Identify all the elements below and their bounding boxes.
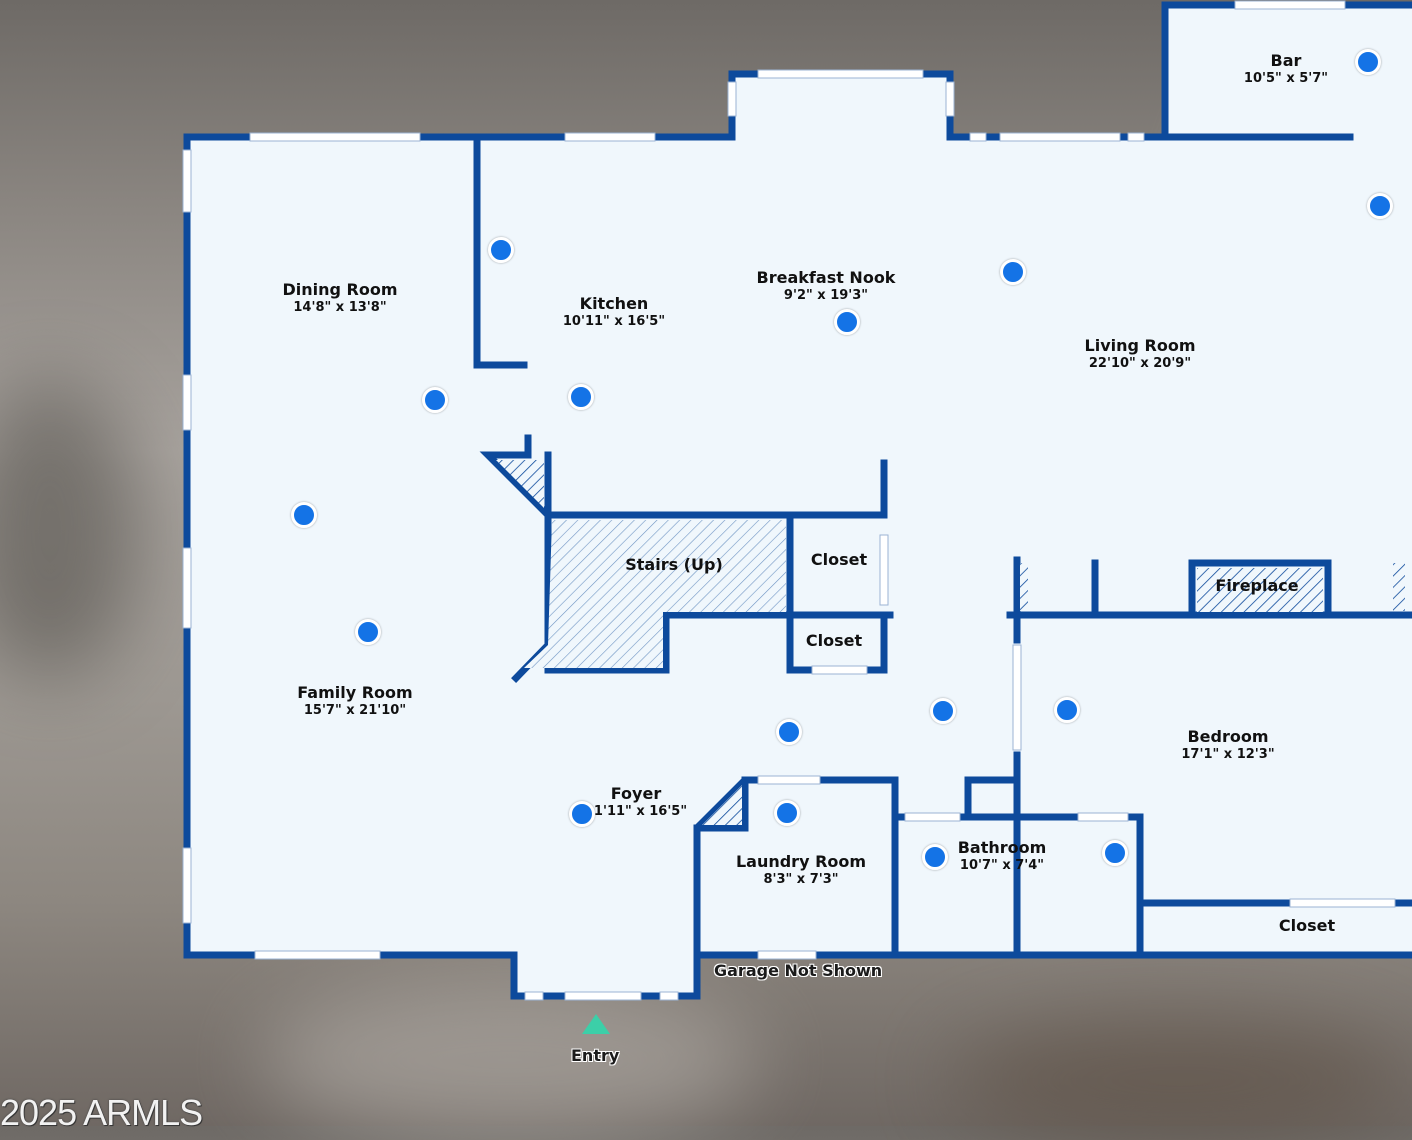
panorama-marker-living-east[interactable] [1367,193,1393,219]
room-label-bar: Bar 10'5" x 5'7" [1244,51,1328,87]
room-name: Laundry Room [735,852,867,871]
room-name: Family Room [297,683,413,702]
room-dimensions: 10'5" x 5'7" [1243,71,1329,86]
room-dimensions: 17'1" x 12'3" [1181,747,1275,762]
niche-right [1393,563,1405,611]
panorama-marker-family-north[interactable] [291,502,317,528]
windows [182,0,1396,1001]
garage-note: Garage Not Shown [714,961,883,980]
room-label-living: Living Room 22'10" x 20'9" [1085,336,1196,372]
room-name: Breakfast Nook [756,268,896,287]
room-label-foyer: Foyer 11'11" x 16'5" [585,784,687,820]
floor-area [187,5,1412,996]
panorama-marker-dining[interactable] [422,387,448,413]
room-name: Bedroom [1187,727,1269,746]
entry-label: Entry [571,1046,620,1065]
room-name: Bathroom [957,838,1047,857]
stairs-area [524,520,786,668]
room-dimensions: 14'8" x 13'8" [293,300,387,315]
panorama-marker-foyer[interactable] [569,801,595,827]
closet-label-upper: Closet [810,550,868,569]
panorama-marker-breakfast-nook[interactable] [834,309,860,335]
laundry-corner [702,785,742,825]
room-dimensions: 11'11" x 16'5" [584,804,688,819]
panorama-marker-kitchen[interactable] [568,384,594,410]
room-label-breakfast-nook: Breakfast Nook 9'2" x 19'3" [757,268,896,304]
room-label-bathroom: Bathroom 10'7" x 7'4" [958,838,1047,874]
room-name: Living Room [1084,336,1196,355]
panorama-marker-bedroom[interactable] [1054,697,1080,723]
room-label-kitchen: Kitchen 10'11" x 16'5" [563,294,665,330]
room-label-laundry: Laundry Room 8'3" x 7'3" [736,852,866,888]
panorama-marker-kitchen-north[interactable] [488,237,514,263]
panorama-marker-bar[interactable] [1355,49,1381,75]
entry-arrow-icon [582,1014,610,1034]
room-dimensions: 8'3" x 7'3" [763,872,839,887]
fireplace-hearth [1197,568,1323,612]
fireplace-label: Fireplace [1215,576,1299,595]
panorama-marker-hall[interactable] [930,698,956,724]
niche-left [1020,563,1028,611]
closet-label-lower: Closet [805,631,863,650]
room-dimensions: 22'10" x 20'9" [1088,356,1192,371]
panorama-marker-living[interactable] [1000,259,1026,285]
panorama-marker-bathroom-east[interactable] [1102,840,1128,866]
room-name: Foyer [610,784,662,803]
room-name: Kitchen [579,294,649,313]
room-dimensions: 10'11" x 16'5" [562,314,666,329]
stair-landing [496,460,544,508]
room-dimensions: 10'7" x 7'4" [959,858,1045,873]
panorama-marker-family[interactable] [355,619,381,645]
watermark: 2025 ARMLS [0,1092,203,1133]
room-label-family: Family Room 15'7" x 21'10" [297,683,412,719]
stairs-label: Stairs (Up) [625,555,723,574]
room-dimensions: 9'2" x 19'3" [783,288,869,303]
panorama-marker-bathroom[interactable] [922,844,948,870]
closet-label-bedroom: Closet [1278,916,1336,935]
panorama-marker-laundry[interactable] [774,800,800,826]
room-name: Dining Room [282,280,398,299]
room-name: Bar [1270,51,1302,70]
room-label-dining: Dining Room 14'8" x 13'8" [282,280,397,316]
room-dimensions: 15'7" x 21'10" [303,703,407,718]
room-label-bedroom: Bedroom 17'1" x 12'3" [1181,727,1274,763]
panorama-marker-foyer-north[interactable] [776,719,802,745]
